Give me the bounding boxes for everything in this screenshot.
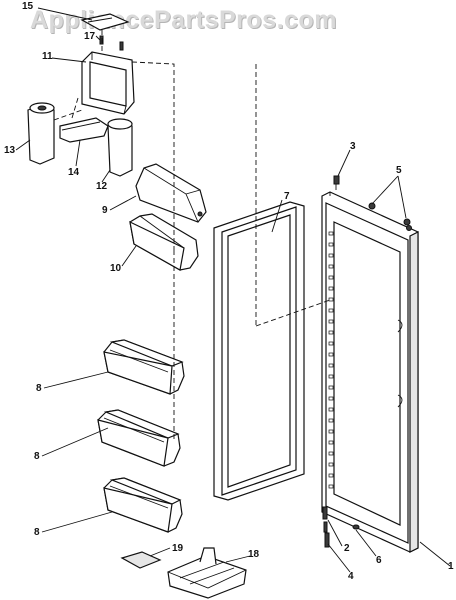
callout-12: 12: [96, 181, 108, 192]
callout-5: 5: [396, 165, 402, 176]
leader-lines: [15, 7, 451, 573]
dairy-bin[interactable]: [129, 213, 199, 271]
callout-7: 7: [284, 191, 290, 202]
dispenser-top-cap[interactable]: [80, 13, 130, 31]
hinge-screw-3[interactable]: [333, 175, 340, 190]
door-bin-middle[interactable]: [97, 409, 181, 467]
door-stop-6[interactable]: [352, 524, 360, 530]
door-assembly[interactable]: [321, 191, 419, 553]
callout-14: 14: [68, 167, 80, 178]
dispenser-housing[interactable]: [81, 51, 135, 115]
door-bin-upper[interactable]: [103, 339, 185, 395]
callout-13: 13: [4, 145, 16, 156]
hinge-bushing-4[interactable]: [324, 532, 330, 548]
callout-18: 18: [248, 549, 260, 560]
canister-left[interactable]: [27, 102, 55, 165]
callout-4: 4: [348, 571, 354, 582]
door-bin-lower[interactable]: [103, 477, 183, 533]
callout-3: 3: [350, 141, 356, 152]
canister-right[interactable]: [107, 118, 133, 177]
bottom-hinge-pin-2[interactable]: [322, 506, 328, 533]
callout-8-upper: 8: [36, 383, 42, 394]
drip-tray[interactable]: [59, 117, 109, 143]
callout-17: 17: [84, 31, 96, 42]
callout-10: 10: [110, 263, 122, 274]
door-gasket[interactable]: [213, 201, 305, 501]
callout-6: 6: [376, 555, 382, 566]
callout-9: 9: [102, 205, 108, 216]
dairy-door-cover[interactable]: [135, 163, 207, 223]
ice-tray[interactable]: [167, 547, 247, 599]
callout-8-middle: 8: [34, 451, 40, 462]
callout-2: 2: [344, 543, 350, 554]
dispenser-screws[interactable]: [99, 35, 124, 51]
door-rail-dimples: [328, 231, 334, 489]
callout-11: 11: [42, 51, 53, 62]
callout-8-lower: 8: [34, 527, 40, 538]
screw-set-5[interactable]: [368, 202, 412, 231]
callout-15: 15: [22, 1, 34, 12]
callout-19: 19: [172, 543, 184, 554]
alignment-lines: [53, 30, 331, 440]
callout-1: 1: [448, 561, 454, 572]
